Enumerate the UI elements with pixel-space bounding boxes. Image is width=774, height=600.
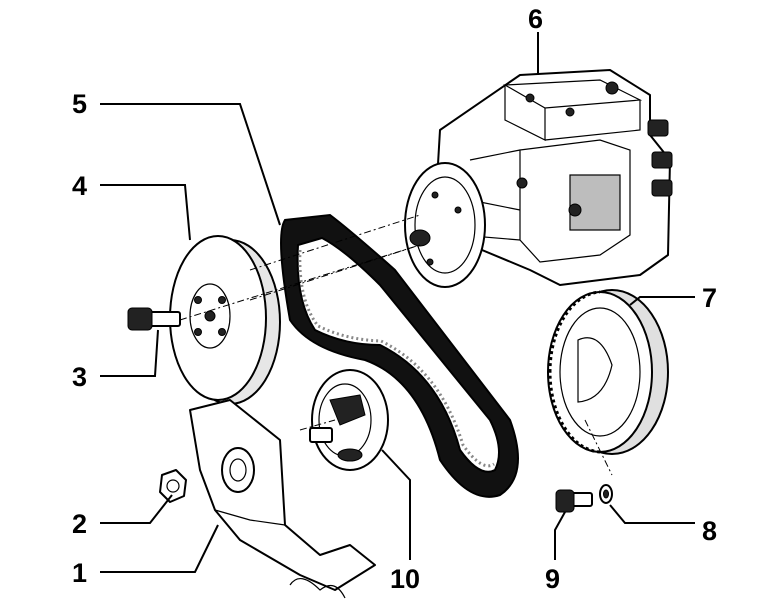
callout-3: 3 (72, 362, 87, 392)
alignment-axes (179, 214, 613, 476)
callout-10: 10 (390, 564, 420, 594)
toothed-belt (280, 213, 519, 498)
washer (599, 484, 613, 504)
pump-sprocket (547, 289, 669, 455)
callout-numbers: 1 2 3 4 5 6 7 8 9 10 (72, 4, 717, 594)
injection-pump (404, 69, 673, 288)
pulley-bolt (127, 307, 181, 331)
leader-lines (100, 32, 695, 573)
callout-5: 5 (72, 89, 87, 119)
pump-sprocket-hub (404, 162, 486, 288)
callout-9: 9 (545, 564, 560, 594)
callout-8: 8 (702, 516, 717, 546)
callout-7: 7 (702, 283, 717, 313)
callout-1: 1 (72, 558, 87, 588)
callout-2: 2 (72, 509, 87, 539)
sprocket-bolt (555, 489, 593, 513)
pump-outlet-unions (516, 81, 673, 217)
belt-tensioner (309, 369, 389, 471)
crankshaft-pulley (169, 235, 281, 405)
rear-bracket (189, 399, 376, 599)
callout-6: 6 (528, 4, 543, 34)
callout-4: 4 (72, 171, 87, 201)
hex-nut (159, 469, 187, 503)
